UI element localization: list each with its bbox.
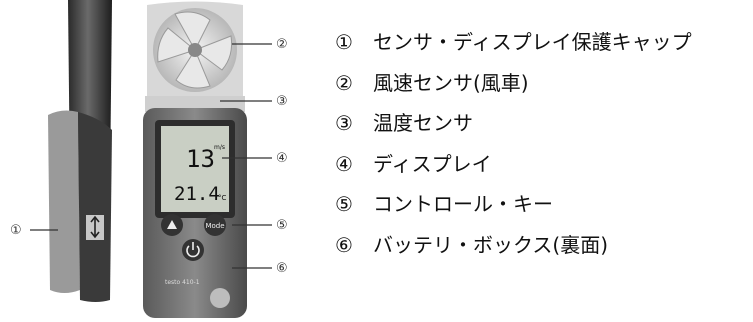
device-photo: 13 m/s 21.4 °C Mode testo 410-1 ① ② ③ ④ (10, 0, 288, 318)
legend-item: ② 風速センサ(風車) (335, 63, 692, 104)
battery-cover (210, 288, 230, 308)
legend-text: 温度センサ (373, 111, 473, 135)
legend-number: ⑥ (335, 232, 353, 257)
parts-legend: ① センサ・ディスプレイ保護キャップ ② 風速センサ(風車) ③ 温度センサ ④ ディス… (335, 22, 692, 265)
legend-number: ⑤ (335, 192, 353, 216)
legend-item: ⑥ バッテリ・ボックス(裏面) (335, 225, 692, 266)
speed-reading: 13 (186, 145, 215, 173)
vane-anemometer (153, 8, 237, 92)
control-keys: Mode (161, 214, 226, 261)
instrument: 13 m/s 21.4 °C Mode testo 410-1 (143, 1, 247, 318)
callout-5: ⑤ (276, 218, 288, 233)
temperature-reading: 21.4 (174, 183, 220, 205)
legend-text: ディスプレイ (373, 151, 492, 176)
speed-unit: m/s (214, 144, 225, 151)
legend-item: ① センサ・ディスプレイ保護キャップ (335, 22, 692, 63)
arrow-icon (90, 215, 100, 239)
legend-text: バッテリ・ボックス(裏面) (373, 232, 609, 257)
callout-1: ① (10, 223, 22, 238)
callout-4: ④ (276, 151, 288, 166)
legend-number: ① (335, 30, 353, 54)
temperature-unit: °C (218, 194, 227, 202)
legend-number: ④ (335, 151, 353, 176)
protective-cap (48, 0, 112, 302)
callout-2: ② (276, 37, 288, 52)
mode-key-label: Mode (205, 222, 224, 230)
leader-lines (30, 43, 272, 269)
legend-number: ③ (335, 111, 353, 135)
legend-item: ⑤ コントロール・キー (335, 184, 692, 225)
legend-text: 風速センサ(風車) (373, 70, 529, 95)
callout-3: ③ (276, 94, 288, 109)
legend-text: コントロール・キー (373, 192, 553, 216)
legend-item: ③ 温度センサ (335, 103, 692, 144)
legend-number: ② (335, 70, 353, 95)
legend-text: センサ・ディスプレイ保護キャップ (373, 30, 692, 54)
callout-6: ⑥ (276, 261, 288, 276)
power-icon (186, 242, 200, 258)
lcd-display (161, 126, 229, 212)
model-label: testo 410-1 (165, 279, 200, 286)
legend-item: ④ ディスプレイ (335, 144, 692, 185)
up-arrow-icon (167, 220, 177, 229)
callout-numbers: ① ② ③ ④ ⑤ ⑥ (10, 37, 288, 276)
